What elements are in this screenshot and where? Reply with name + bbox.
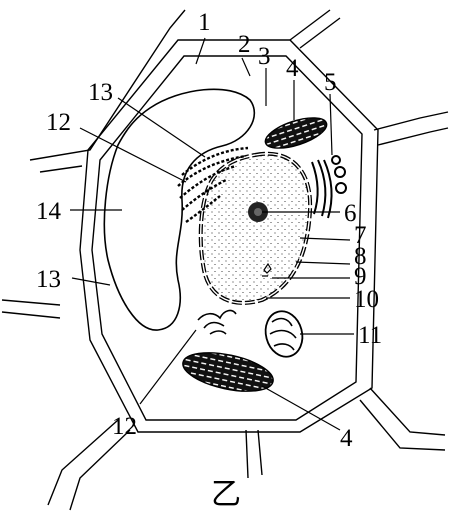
label-9: 9 (354, 263, 367, 290)
label-2: 2 (238, 31, 251, 58)
chromatin (262, 262, 272, 277)
neighbor-cell-walls (1, 9, 449, 511)
label-13-lower: 13 (36, 266, 61, 293)
figure-caption: 乙 (211, 477, 241, 512)
label-1: 1 (198, 9, 211, 36)
label-14: 14 (36, 198, 62, 225)
label-4-upper: 4 (286, 55, 299, 82)
labels: 1 2 3 4 5 13 12 14 13 6 7 8 9 10 11 12 4 (36, 9, 382, 452)
label-12-lower: 12 (112, 413, 137, 440)
label-11: 11 (358, 322, 382, 349)
label-4-lower: 4 (340, 425, 353, 452)
golgi-apparatus (311, 155, 347, 219)
label-8: 8 (354, 243, 367, 270)
cell-wall-outer (79, 39, 379, 433)
chloroplast-upper (264, 117, 328, 149)
nucleus (198, 151, 313, 305)
cell-membrane (91, 55, 363, 421)
chloroplast-lower (182, 352, 274, 392)
label-5: 5 (324, 69, 337, 96)
endoplasmic-reticulum-lower (197, 309, 237, 335)
label-3: 3 (258, 43, 271, 70)
label-6: 6 (344, 200, 357, 227)
label-7: 7 (354, 222, 367, 249)
mitochondrion (264, 310, 304, 358)
label-13-upper: 13 (88, 79, 113, 106)
leader-lines (70, 37, 354, 431)
label-12-upper: 12 (46, 109, 71, 136)
label-10: 10 (354, 286, 379, 313)
endoplasmic-reticulum (177, 146, 249, 223)
vacuole (103, 88, 256, 331)
